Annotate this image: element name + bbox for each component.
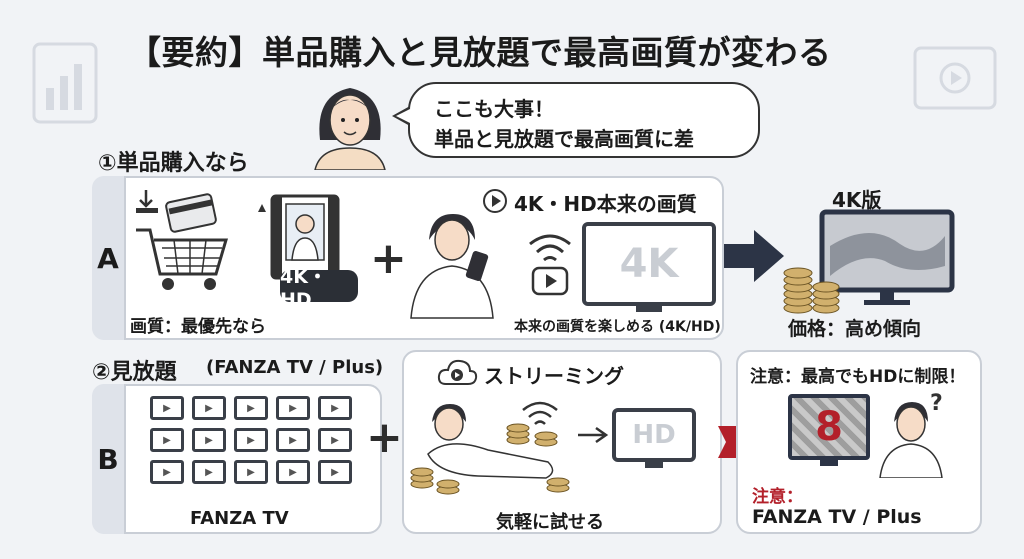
mini-tv-icon: ▶ xyxy=(192,460,226,484)
play-circle-icon xyxy=(483,189,507,213)
svg-text:?: ? xyxy=(930,391,943,416)
bubble-line-2: 単品と見放題で最高画質に差 xyxy=(434,127,694,151)
shopping-cart-icon xyxy=(136,190,229,290)
mini-tv-icon: ▶ xyxy=(150,460,184,484)
warning-title: 注意：最高でもHDに制限！ xyxy=(750,367,966,387)
speech-bubble: ここも大事！ 単品と見放題で最高画質に差 xyxy=(408,82,760,158)
result-4k-title: 4K版 xyxy=(832,188,882,212)
man-with-phone-illustration xyxy=(410,214,494,319)
bubble-tail-inner xyxy=(396,109,410,123)
warning-service: FANZA TV / Plus xyxy=(752,506,922,528)
mini-tv-icon: ▶ xyxy=(150,396,184,420)
relaxing-man-with-coins-illustration xyxy=(410,404,570,495)
native-quality-caption: 本来の画質を楽しめる (4K/HD) xyxy=(514,319,721,335)
presenter-woman-illustration xyxy=(314,88,386,170)
film-strip-icon xyxy=(258,194,340,280)
fanza-tv-caption: FANZA TV xyxy=(190,508,289,529)
pixelated-tv-screen: 8 xyxy=(788,394,870,460)
mini-tv-icon: ▶ xyxy=(192,428,226,452)
tv-stand xyxy=(636,306,662,312)
4k-tv-with-coins-illustration xyxy=(783,209,955,314)
play-window-decor-icon xyxy=(913,46,997,110)
wifi-streaming-icon xyxy=(529,234,571,296)
section-b-side-label: B xyxy=(92,384,126,534)
mini-tv-icon: ▶ xyxy=(276,396,310,420)
plus-sign-a: + xyxy=(370,233,407,284)
section-a-side-label: A xyxy=(92,176,126,340)
pixelated-tv-stand xyxy=(820,460,838,466)
4k-tv-screen: 4K xyxy=(582,222,716,306)
tv-grid: ▶ ▶ ▶ ▶ ▶ ▶ ▶ ▶ ▶ ▶ ▶ ▶ ▶ ▶ ▶ xyxy=(150,396,352,484)
hd-tv-screen: HD xyxy=(612,408,696,462)
confused-man-illustration: ? xyxy=(879,391,943,478)
mini-tv-icon: ▶ xyxy=(318,396,352,420)
warning-label: 注意： xyxy=(752,487,803,507)
mini-tv-icon: ▶ xyxy=(318,428,352,452)
arrow-right-a-icon xyxy=(724,230,784,282)
small-arrow-icon xyxy=(578,426,609,444)
mini-tv-icon: ▶ xyxy=(234,396,268,420)
easy-try-caption: 気軽に試せる xyxy=(496,512,604,533)
mini-tv-icon: ▶ xyxy=(234,428,268,452)
streaming-title: ストリーミング xyxy=(484,364,624,388)
quality-priority-label: 画質：最優先なら xyxy=(130,317,266,337)
native-quality-title: 4K・HD本来の画質 xyxy=(514,192,697,216)
mini-tv-icon: ▶ xyxy=(192,396,226,420)
price-caption: 価格：高め傾向 xyxy=(788,318,922,340)
cloud-play-icon xyxy=(437,359,478,385)
section-b-heading: ②見放題 xyxy=(92,360,177,385)
hd-tv-stand xyxy=(645,462,663,468)
mini-tv-icon: ▶ xyxy=(276,428,310,452)
mini-tv-icon: ▶ xyxy=(318,460,352,484)
mini-tv-icon: ▶ xyxy=(234,460,268,484)
page-title: 【要約】単品購入と見放題で最高画質が変わる xyxy=(128,33,832,72)
chart-decor-icon xyxy=(32,42,98,124)
wifi-icon xyxy=(522,401,558,425)
section-a-heading: ①単品購入なら xyxy=(98,151,249,176)
4k-hd-badge: 4K・HD xyxy=(280,266,358,311)
mini-tv-icon: ▶ xyxy=(150,428,184,452)
section-b-heading-sub: (FANZA TV / Plus) xyxy=(206,357,384,378)
bubble-line-1: ここも大事！ xyxy=(434,97,554,121)
plus-sign-b: + xyxy=(366,412,403,463)
mini-tv-icon: ▶ xyxy=(276,460,310,484)
